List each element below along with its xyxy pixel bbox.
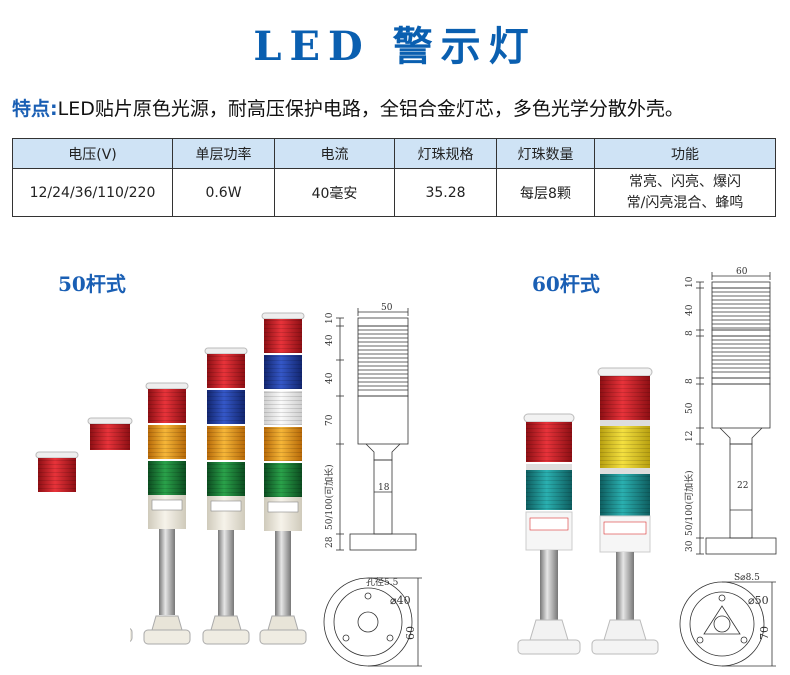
dim60-base-section: 50 — [685, 402, 695, 414]
dim60-gap1: 8 — [685, 330, 695, 336]
dim50-base-section: 70 — [325, 414, 335, 426]
dim60-pole-len: 50/100(可加长) — [683, 470, 695, 536]
cell-bead-spec: 35.28 — [394, 168, 497, 217]
dim60-hole: S⌀8.5 — [734, 573, 760, 583]
spec-data-row: 12/24/36/110/220 0.6W 40毫安 35.28 每层8颗 常亮… — [12, 168, 776, 217]
dim50-hole: 孔径5.5 — [366, 576, 399, 588]
lamp-60-3-tier-rgb — [517, 413, 581, 655]
dim60-pole-width: 22 — [737, 481, 748, 491]
cell-voltage: 12/24/36/110/220 — [12, 168, 173, 217]
spec-table: 电压(V) 单层功率 电流 灯珠规格 灯珠数量 功能 12/24/36/110/… — [12, 138, 776, 217]
cell-bead-count: 每层8颗 — [496, 168, 595, 217]
model-50-label: 50杆式 — [58, 272, 126, 296]
dim60-gap2: 8 — [685, 378, 695, 384]
dim50-circle: ⌀40 — [390, 594, 411, 607]
feature-label: 特点: — [12, 98, 58, 120]
model-60-label: 60杆式 — [532, 272, 600, 296]
cell-function: 常亮、闪亮、爆闪 常/闪亮混合、蜂鸣 — [594, 168, 776, 217]
dim60-foot: 30 — [685, 540, 695, 552]
header-current: 电流 — [274, 138, 395, 169]
spec-header-row: 电压(V) 单层功率 电流 灯珠规格 灯珠数量 功能 — [12, 138, 776, 169]
dim50-width: 50 — [381, 303, 393, 313]
dim50-layer1: 40 — [325, 334, 335, 346]
dim50-layer2: 40 — [325, 372, 335, 384]
header-bead-spec: 灯珠规格 — [394, 138, 497, 169]
function-line-1: 常亮、闪亮、爆闪 — [629, 173, 741, 190]
header-bead-count: 灯珠数量 — [496, 138, 595, 169]
lamp-50-5-tier — [259, 312, 307, 645]
dim60-layer1: 40 — [685, 304, 695, 316]
lamp-50-2-tier-rg — [35, 451, 79, 492]
dim50-cap: 10 — [325, 312, 335, 324]
dim60-neck: 12 — [685, 431, 695, 442]
dim50-pole-width: 18 — [378, 483, 390, 493]
header-power: 单层功率 — [172, 138, 275, 169]
lamp-60-3-tier-ryg — [591, 367, 659, 655]
page-title: LED 警示灯 — [253, 23, 537, 70]
dim-drawing-60 — [679, 272, 777, 667]
dim50-foot: 28 — [325, 536, 335, 548]
dim-drawing-50 — [323, 308, 422, 667]
feature-description: 特点:LED贴片原色光源，耐高压保护电路，全铝合金灯芯，多色光学分散外壳。 — [12, 94, 684, 121]
dim60-base-height: 70 — [758, 626, 771, 640]
cell-current: 40毫安 — [274, 168, 395, 217]
dim60-circle: ⌀50 — [748, 594, 769, 607]
lamp-50-4-tier — [202, 347, 250, 645]
dim60-width: 60 — [736, 267, 748, 277]
cell-power: 0.6W — [172, 168, 275, 217]
dim50-pole-len: 50/100(可加长) — [323, 464, 335, 530]
dim50-base-height: 60 — [404, 626, 417, 640]
header-function: 功能 — [594, 138, 776, 169]
lamp-50-3-tier-rag — [143, 382, 191, 645]
dim60-cap: 10 — [685, 276, 695, 288]
function-line-2: 常/闪亮混合、蜂鸣 — [626, 194, 744, 211]
feature-text: LED贴片原色光源，耐高压保护电路，全铝合金灯芯，多色光学分散外壳。 — [57, 98, 684, 120]
